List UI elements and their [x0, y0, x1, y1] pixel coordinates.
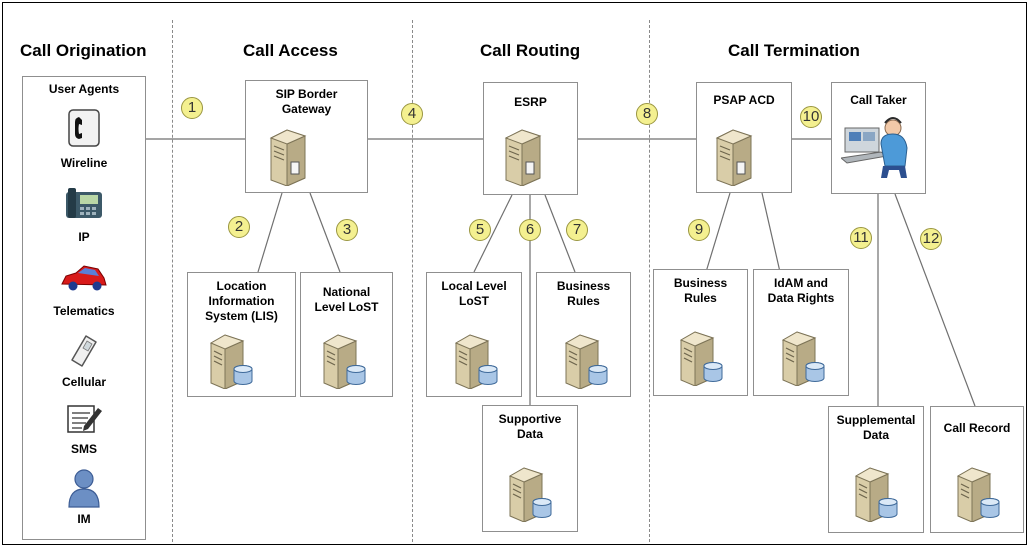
server-icon: [270, 129, 306, 186]
call-taker-workstation-icon: [841, 117, 908, 178]
step-marker-2: 2: [228, 216, 250, 238]
node-label: Supplemental Data: [836, 413, 916, 442]
node-label: Local Level LoST: [441, 279, 507, 308]
database-server-icon: [855, 467, 898, 522]
link-calltaker-record: [894, 193, 976, 407]
node-label: Call Taker: [850, 93, 907, 107]
node-label: Supportive Data: [498, 412, 562, 441]
sms-icon: [67, 405, 102, 433]
mobile-phone-icon: [71, 335, 97, 367]
link-esrp-local: [473, 194, 513, 273]
ip-phone-icon: [66, 188, 102, 218]
database-server-icon: [565, 334, 608, 389]
step-marker-3: 3: [336, 219, 358, 241]
node-label: ESRP: [514, 95, 547, 109]
user-agents-box: User Agents: [22, 76, 146, 540]
link-psap-rules: [705, 192, 731, 273]
node-label: SIP Border Gateway: [275, 87, 338, 116]
user-agent-label: Cellular: [61, 375, 106, 389]
user-agent-label: Wireline: [60, 156, 108, 170]
section-title-routing: Call Routing: [480, 41, 581, 60]
server-icon: [716, 129, 752, 186]
step-marker-8: 8: [636, 103, 658, 125]
database-server-icon: [323, 334, 366, 389]
step-marker-4: 4: [401, 103, 423, 125]
step-marker-11: 11: [850, 227, 872, 249]
database-server-icon: [782, 331, 825, 386]
link-sbg-lost: [309, 192, 341, 273]
database-server-icon: [455, 334, 498, 389]
user-agent-label: SMS: [70, 442, 97, 456]
step-marker-10: 10: [800, 106, 822, 128]
link-esrp-rules: [544, 194, 576, 273]
node-label: Call Record: [943, 421, 1011, 435]
node-label: IdAM and Data Rights: [767, 276, 835, 305]
section-title-access: Call Access: [243, 41, 338, 60]
node-label: PSAP ACD: [713, 93, 775, 107]
car-icon: [61, 265, 107, 291]
server-icon: [505, 129, 541, 186]
step-marker-12: 12: [920, 228, 942, 250]
link-psap-idam: [761, 192, 781, 273]
lane-separator: [172, 20, 173, 542]
node-label: Location Information System (LIS): [205, 279, 278, 323]
section-title-termination: Call Termination: [728, 41, 860, 60]
user-agent-label: Telematics: [53, 304, 115, 318]
database-server-icon: [509, 467, 552, 522]
user-agents-title: User Agents: [48, 82, 120, 96]
link-sbg-lis: [257, 192, 283, 273]
database-server-icon: [680, 331, 723, 386]
step-marker-5: 5: [469, 219, 491, 241]
step-marker-7: 7: [566, 219, 588, 241]
node-label: Business Rules: [673, 276, 728, 305]
section-title-origination: Call Origination: [20, 41, 147, 60]
telephone-icon: [68, 109, 100, 147]
node-label: National Level LoST: [314, 285, 379, 314]
lane-separator: [412, 20, 413, 542]
step-marker-6: 6: [519, 219, 541, 241]
esrp-business-rules-box: Business Rules: [536, 272, 631, 397]
step-marker-9: 9: [688, 219, 710, 241]
database-server-icon: [210, 334, 253, 389]
sip-border-gateway-box: SIP Border Gateway: [245, 80, 368, 193]
user-agent-label: IP: [78, 230, 90, 244]
psap-business-rules-box: Business Rules: [653, 269, 748, 396]
node-label: Business Rules: [556, 279, 611, 308]
person-icon: [68, 469, 100, 508]
step-marker-1: 1: [181, 97, 203, 119]
lane-separator: [649, 20, 650, 542]
user-agent-label: IM: [77, 512, 91, 526]
database-server-icon: [957, 467, 1000, 522]
call-record-box: Call Record: [930, 406, 1024, 533]
